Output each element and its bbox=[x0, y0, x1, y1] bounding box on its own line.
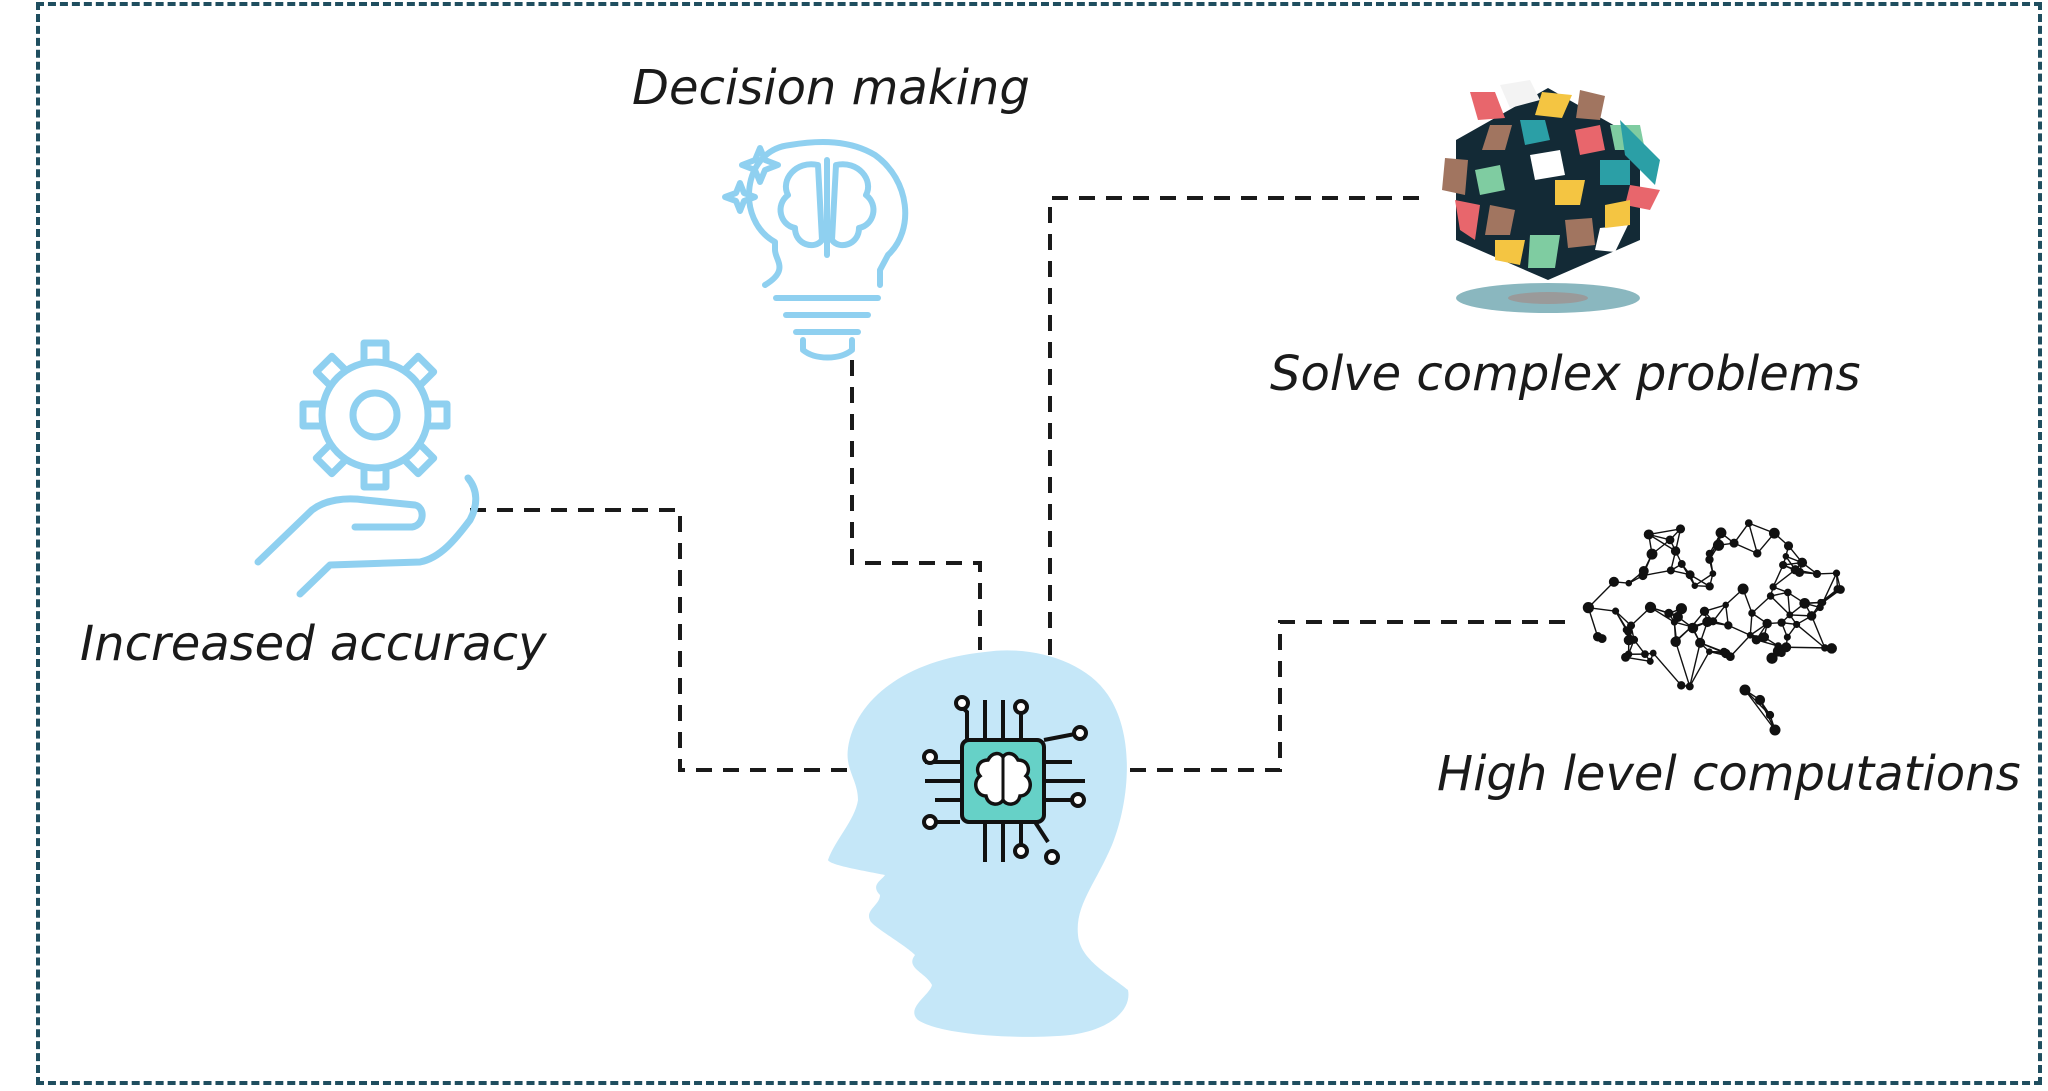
label-increased-accuracy: Increased accuracy bbox=[80, 616, 547, 672]
puzzle-cube-icon bbox=[1442, 80, 1660, 313]
label-high-level-computations: High level computations bbox=[1437, 746, 2021, 802]
connector-solve bbox=[1048, 196, 1420, 655]
label-decision-making: Decision making bbox=[632, 60, 1030, 116]
brain-bulb-icon bbox=[722, 139, 909, 361]
connector-lines bbox=[470, 196, 1570, 772]
gear-hand-icon bbox=[254, 339, 480, 598]
label-solve-complex-problems: Solve complex problems bbox=[1270, 346, 1861, 402]
diagram-frame bbox=[36, 2, 2042, 1085]
network-brain-icon bbox=[1582, 519, 1845, 736]
connector-accuracy bbox=[470, 508, 855, 772]
connector-computations bbox=[1130, 620, 1570, 772]
connector-decision bbox=[850, 360, 982, 650]
ai-head-icon bbox=[828, 650, 1129, 1037]
brain-chip-icon bbox=[922, 695, 1088, 865]
